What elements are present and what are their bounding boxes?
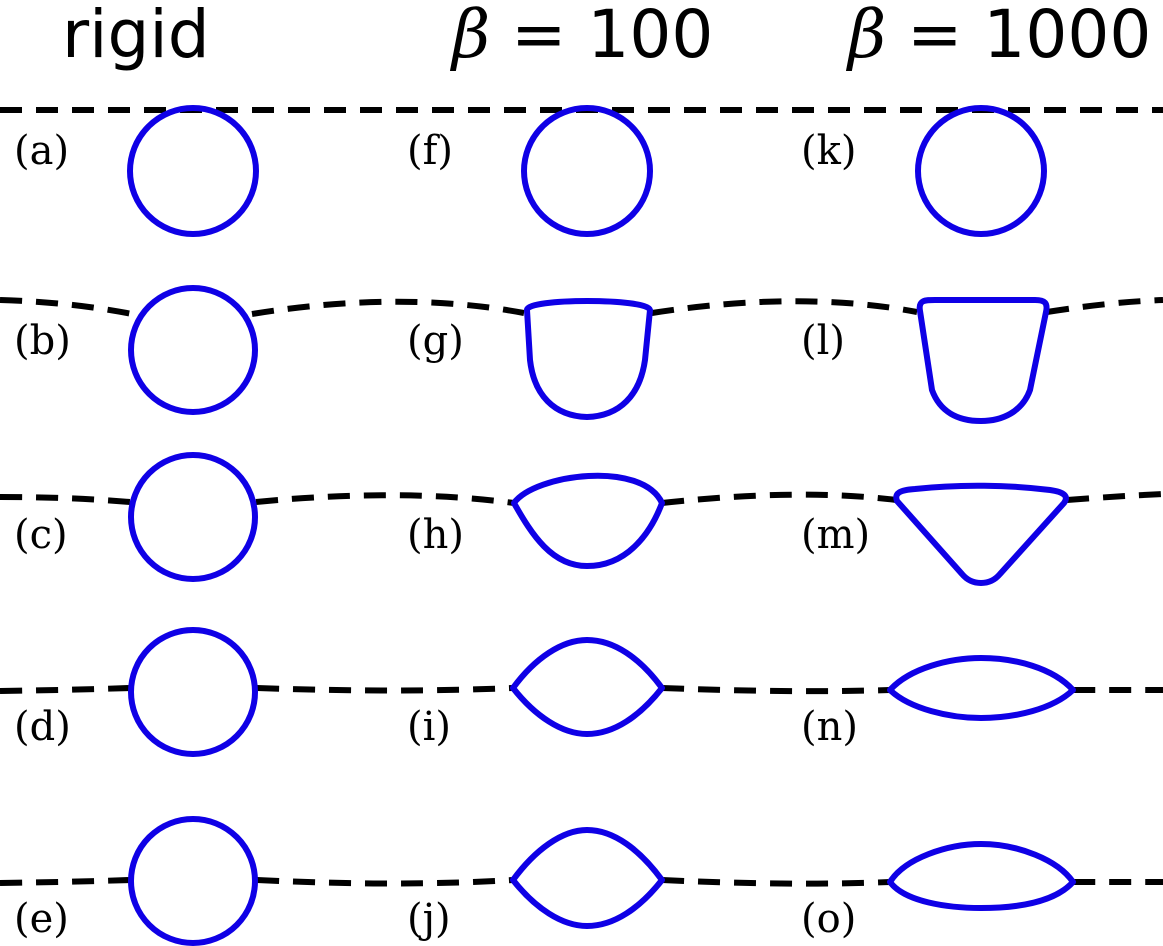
- drop-shape-m: [893, 482, 1069, 586]
- drop-shape-g: [523, 298, 653, 420]
- drop-shape-a: [127, 105, 259, 237]
- panel-label-e: (e): [14, 896, 69, 942]
- drop-shape-e: [128, 816, 258, 946]
- column-title-value: = 100: [490, 0, 714, 73]
- column-title-rigid: rigid: [62, 0, 210, 70]
- panel-label-k: (k): [801, 128, 857, 174]
- panel-label-a: (a): [14, 128, 70, 174]
- interface-line-row-c: [0, 494, 131, 505]
- drop-shape-f: [521, 105, 653, 237]
- drop-shape-k: [915, 105, 1047, 237]
- drop-shape-j: [510, 827, 665, 929]
- column-title-text: rigid: [62, 0, 210, 73]
- drop-shapes: [127, 105, 1076, 946]
- interface-line-row-b: [0, 297, 133, 317]
- drop-shape-h: [511, 472, 665, 569]
- panel-label-o: (o): [801, 896, 857, 942]
- interface-line-row-e: [256, 877, 514, 887]
- panel-label-i: (i): [407, 704, 452, 750]
- column-title-beta-100: β = 100: [452, 0, 713, 70]
- panel-label-n: (n): [801, 704, 858, 750]
- column-title-symbol: β: [452, 0, 491, 73]
- column-title-value: = 1000: [886, 0, 1152, 73]
- interface-line-row-d: [256, 685, 514, 694]
- panel-label-d: (d): [14, 704, 71, 750]
- interface-line-row-b: [1046, 297, 1163, 315]
- column-title-symbol: β: [848, 0, 887, 73]
- drop-shape-d: [128, 627, 258, 757]
- column-title-beta-1000: β = 1000: [848, 0, 1151, 70]
- interface-line-row-e: [661, 877, 891, 887]
- panel-label-g: (g): [407, 318, 464, 364]
- interface-line-row-d: [0, 685, 131, 694]
- interface-line-row-b: [251, 298, 525, 317]
- drop-shape-i: [510, 637, 665, 737]
- drop-shape-n: [887, 655, 1076, 721]
- drop-shape-l: [916, 297, 1050, 424]
- drop-shape-c: [128, 452, 258, 582]
- panel-label-m: (m): [801, 512, 871, 558]
- panel-label-l: (l): [801, 318, 846, 364]
- panel-label-c: (c): [14, 512, 68, 558]
- interface-line-row-c: [661, 491, 897, 506]
- interface-line-row-d: [661, 685, 891, 695]
- interface-line-row-e: [0, 877, 131, 886]
- panel-label-f: (f): [407, 128, 454, 174]
- drop-shape-o: [887, 841, 1076, 911]
- panel-label-b: (b): [14, 318, 71, 364]
- drop-shape-b: [128, 285, 258, 415]
- interface-lines: [0, 107, 1163, 887]
- interface-line-row-b: [651, 298, 918, 316]
- interface-line-row-c: [255, 492, 515, 506]
- panel-label-h: (h): [407, 512, 464, 558]
- interface-line-row-c: [1066, 491, 1163, 503]
- panel-label-j: (j): [407, 896, 451, 942]
